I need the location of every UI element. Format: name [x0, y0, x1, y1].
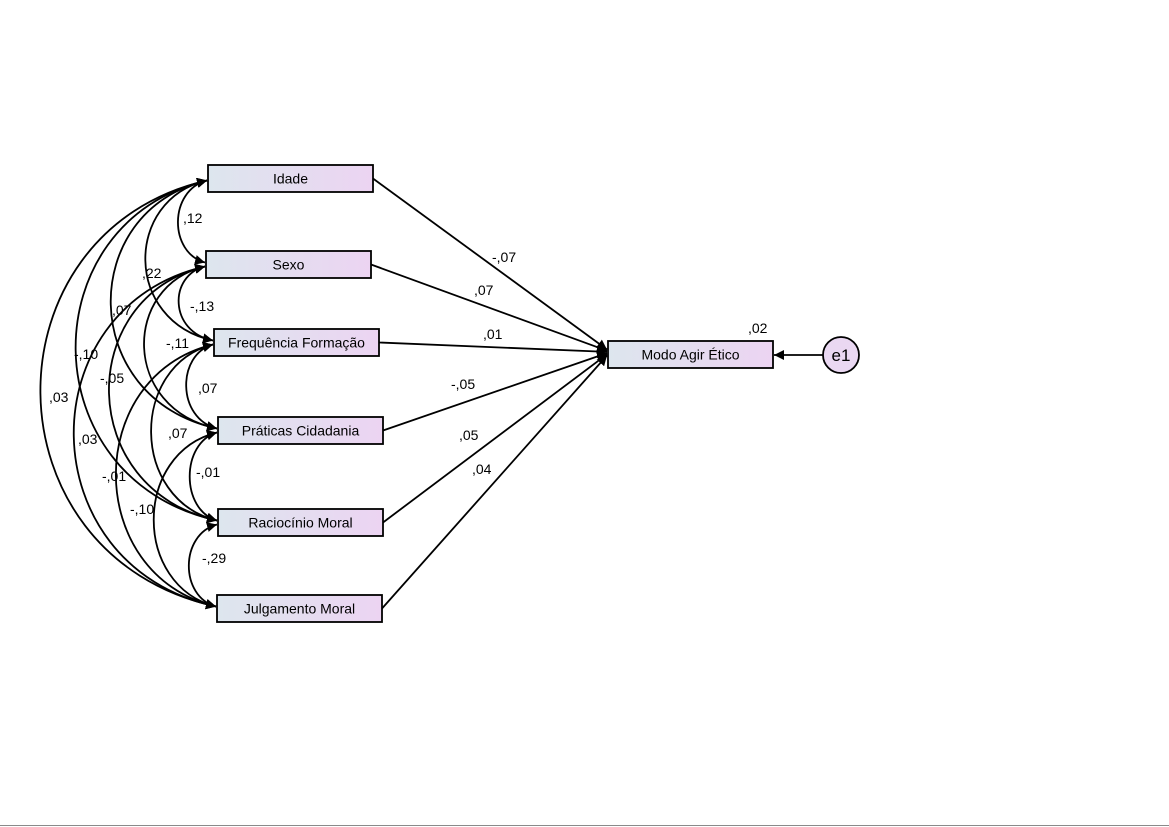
covariance-coef-freq-racio: ,07	[168, 425, 188, 441]
path-arrow-idade	[372, 177, 608, 351]
variable-rect-modo	[607, 340, 774, 369]
variable-label-sexo: Sexo	[273, 257, 305, 273]
variable-rect-sexo	[205, 250, 372, 279]
covariance-coef-idade-julg: ,03	[49, 389, 69, 405]
covariance-arc-idade-racio	[74, 177, 218, 524]
error-term-e1[interactable]: e1	[822, 336, 860, 374]
variable-label-julg: Julgamento Moral	[244, 601, 355, 617]
covariance-coef-idade-racio: -,10	[74, 346, 98, 362]
path-arrow-racio	[382, 353, 608, 524]
covariance-coef-sexo-racio: -,05	[100, 370, 124, 386]
covariance-arcs	[39, 177, 218, 610]
variable-rect-julg	[216, 594, 383, 623]
covariance-coef-sexo-julg: ,03	[78, 431, 98, 447]
variable-label-racio: Raciocínio Moral	[248, 515, 352, 531]
path-coef-julg: ,04	[472, 461, 492, 477]
path-arrow-freq	[378, 341, 608, 357]
covariance-coef-freq-prat: ,07	[198, 380, 218, 396]
covariance-arc-freq-racio	[150, 342, 218, 523]
variable-box-prat[interactable]: Práticas Cidadania	[217, 416, 384, 445]
variable-rect-racio	[217, 508, 384, 537]
variable-label-freq: Frequência Formação	[228, 335, 365, 351]
covariance-arc-idade-prat	[109, 177, 218, 432]
variable-box-freq[interactable]: Frequência Formação	[213, 328, 380, 357]
covariance-arc-prat-julg	[152, 430, 218, 609]
r-squared-label: ,02	[748, 320, 768, 336]
covariance-coef-racio-julg: -,29	[202, 550, 226, 566]
variable-box-julg[interactable]: Julgamento Moral	[216, 594, 383, 623]
path-coef-racio: ,05	[459, 427, 479, 443]
covariance-arc-sexo-julg	[72, 263, 217, 610]
variable-label-modo: Modo Agir Ético	[641, 347, 739, 363]
covariance-coef-freq-julg: -,01	[102, 468, 126, 484]
coefficient-labels: ,12 ,22 ,07 -,10 ,03 -,13 -,11 -,05 ,03 ,07 ,07 -,0…	[49, 210, 768, 566]
covariance-arc-idade-freq	[144, 177, 214, 344]
covariance-arc-idade-julg	[39, 177, 217, 610]
path-coef-freq: ,01	[483, 326, 503, 342]
covariance-coef-idade-freq: ,22	[142, 265, 162, 281]
path-coef-prat: -,05	[451, 376, 475, 392]
error-label: e1	[832, 346, 851, 365]
covariance-coef-prat-racio: -,01	[196, 464, 220, 480]
path-arrow-julg	[381, 354, 608, 610]
variable-box-idade[interactable]: Idade	[207, 164, 374, 193]
variable-label-idade: Idade	[273, 171, 308, 187]
path-coef-idade: -,07	[492, 249, 516, 265]
covariance-arc-idade-sexo	[177, 178, 208, 265]
path-coef-sexo: ,07	[474, 282, 494, 298]
path-arrow-prat	[382, 351, 608, 432]
variable-rect-idade	[207, 164, 374, 193]
variable-box-modo[interactable]: Modo Agir Ético	[607, 340, 774, 369]
covariance-arc-racio-julg	[187, 522, 218, 609]
variable-box-sexo[interactable]: Sexo	[205, 250, 372, 279]
error-circle	[822, 336, 860, 374]
covariance-arc-freq-julg	[114, 342, 217, 610]
covariance-arc-sexo-racio	[108, 263, 218, 524]
covariance-coef-sexo-freq: -,13	[190, 298, 214, 314]
path-arrow-sexo	[370, 263, 608, 352]
covariance-coef-idade-prat: ,07	[112, 302, 132, 318]
covariance-coef-sexo-prat: -,11	[166, 335, 189, 351]
variable-box-racio[interactable]: Raciocínio Moral	[217, 508, 384, 537]
bottom-divider	[0, 825, 1169, 826]
covariance-coef-idade-sexo: ,12	[183, 210, 203, 226]
variable-rect-prat	[217, 416, 384, 445]
regression-paths	[370, 177, 823, 610]
covariance-coef-prat-julg: -,10	[130, 501, 154, 517]
covariance-arc-sexo-prat	[143, 263, 218, 432]
variable-rect-freq	[213, 328, 380, 357]
variable-label-prat: Práticas Cidadania	[242, 423, 360, 439]
